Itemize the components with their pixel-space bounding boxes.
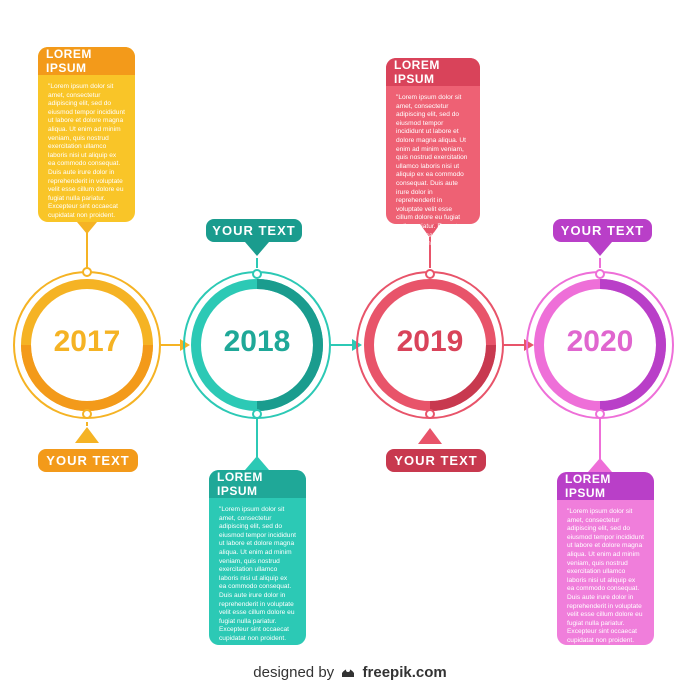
card-2020-text: "Lorem ipsum dolor sit amet, consectetur… bbox=[567, 508, 644, 644]
footer-prefix: designed by bbox=[253, 664, 335, 681]
card-2020: LOREM IPSUM "Lorem ipsum dolor sit amet,… bbox=[557, 472, 654, 645]
arrow-2019-2020 bbox=[502, 339, 534, 351]
circle-2018 bbox=[183, 242, 331, 470]
label-2018: YOUR TEXT bbox=[206, 219, 302, 242]
label-2017: YOUR TEXT bbox=[38, 449, 138, 472]
label-2019: YOUR TEXT bbox=[386, 449, 486, 472]
footer-brand[interactable]: freepik.com bbox=[362, 664, 447, 681]
year-2017: 2017 bbox=[53, 325, 121, 358]
card-2018-text: "Lorem ipsum dolor sit amet, consectetur… bbox=[219, 506, 296, 642]
card-2018-title: LOREM IPSUM bbox=[209, 470, 306, 498]
card-2017-title: LOREM IPSUM bbox=[38, 47, 135, 75]
label-2020: YOUR TEXT bbox=[553, 219, 652, 242]
year-2020: 2020 bbox=[566, 325, 634, 358]
card-2020-title: LOREM IPSUM bbox=[557, 472, 654, 500]
circle-2019 bbox=[356, 224, 504, 444]
freepik-logo-icon bbox=[342, 668, 355, 677]
card-2017: LOREM IPSUM "Lorem ipsum dolor sit amet,… bbox=[38, 47, 135, 222]
card-2019-title: LOREM IPSUM bbox=[386, 58, 480, 86]
year-2018: 2018 bbox=[223, 325, 291, 358]
year-2019: 2019 bbox=[396, 325, 464, 358]
circle-2020 bbox=[526, 242, 674, 472]
card-2019: LOREM IPSUM "Lorem ipsum dolor sit amet,… bbox=[386, 58, 480, 247]
card-2018: LOREM IPSUM "Lorem ipsum dolor sit amet,… bbox=[209, 470, 306, 645]
arrow-2017-2018 bbox=[160, 339, 190, 351]
circle-2017 bbox=[13, 222, 161, 443]
card-2017-text: "Lorem ipsum dolor sit amet, consectetur… bbox=[48, 83, 125, 219]
footer-credit: designed by freepik.com bbox=[0, 664, 700, 681]
card-2019-text: "Lorem ipsum dolor sit amet, consectetur… bbox=[396, 94, 468, 248]
